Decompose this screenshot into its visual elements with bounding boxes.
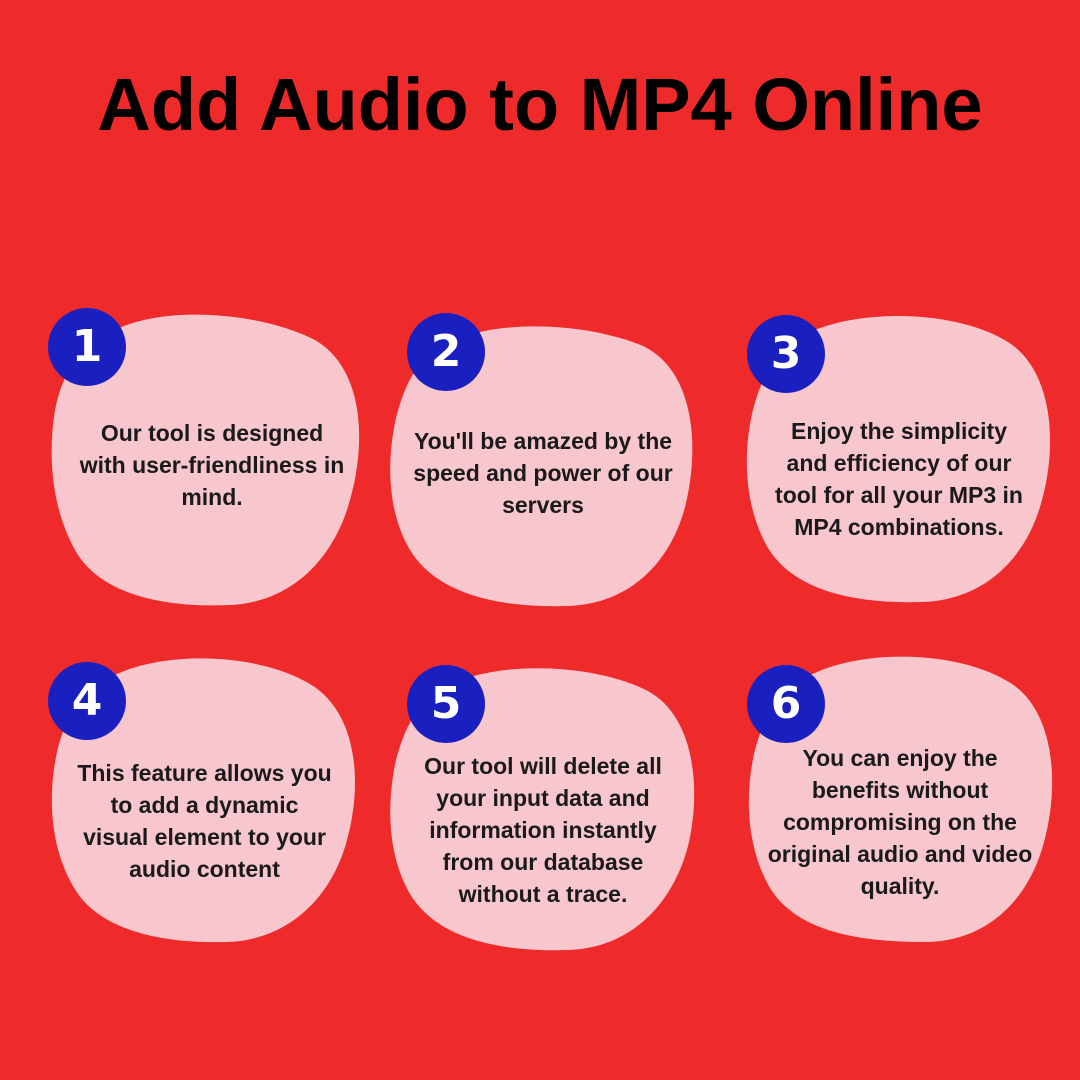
blob-shape [51,658,355,943]
step-number-badge: 5 [407,665,485,743]
step-number-badge: 1 [48,308,126,386]
step-text: Our tool is designed with user-friendlin… [79,420,345,510]
blob-shape [746,316,1051,603]
blob-shape [51,314,360,606]
step-card-5: 5 Our tool will delete all your input da… [388,660,700,952]
step-card-6: 6 You can enjoy the benefits without com… [742,652,1054,944]
blob-shape [748,656,1053,942]
step-number-badge: 2 [407,313,485,391]
step-text: Enjoy the simplicity and efficiency of o… [775,418,1023,540]
page-title: Add Audio to MP4 Online [97,63,983,146]
step-text: You'll be amazed by the speed and power … [413,428,673,518]
step-card-2: 2 You'll be amazed by the speed and powe… [388,313,698,608]
step-card-1: 1 Our tool is designed with user-friendl… [45,308,365,610]
step-card-4: 4 This feature allows you to add a dynam… [45,652,360,944]
step-number-badge: 6 [747,665,825,743]
step-number-badge: 4 [48,662,126,740]
step-text: This feature allows you to add a dynamic… [77,760,332,882]
blob-shape [390,326,693,607]
step-card-3: 3 Enjoy the simplicity and efficiency of… [740,312,1052,604]
step-text: Our tool will delete all your input data… [424,753,662,907]
blob-shape [390,668,695,951]
step-number-badge: 3 [747,315,825,393]
step-text: You can enjoy the benefits without compr… [767,745,1033,899]
